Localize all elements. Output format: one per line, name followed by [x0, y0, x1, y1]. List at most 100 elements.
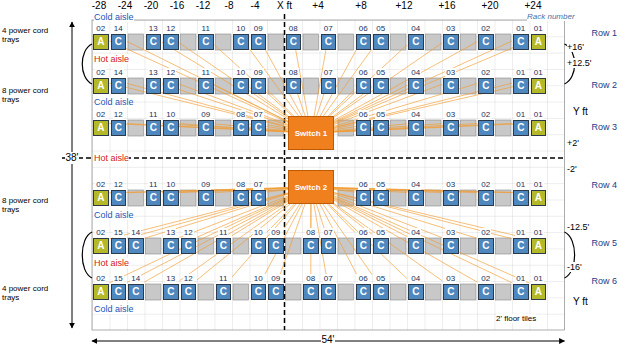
rack-node: 01A: [530, 24, 548, 50]
rack-box: C: [443, 34, 459, 50]
rack-number: 11: [201, 24, 211, 34]
rack-type: C: [517, 80, 524, 91]
rack-type: C: [482, 286, 489, 297]
rack-type: C: [447, 80, 454, 91]
rack-number: 05: [375, 228, 386, 238]
rack-type: C: [360, 240, 367, 251]
rack-box: C: [478, 190, 494, 206]
rack-type: C: [447, 286, 454, 297]
rack-box: C: [198, 120, 214, 136]
rack-type: A: [97, 36, 104, 47]
rack-type: C: [412, 240, 419, 251]
rack-box: C: [286, 78, 302, 94]
rack-type: C: [255, 80, 262, 91]
rack-box: C: [513, 190, 529, 206]
rack-type: C: [377, 122, 384, 133]
rack-number: 12: [165, 68, 176, 78]
rack-type: C: [412, 36, 419, 47]
rack-node: 01C: [512, 228, 530, 254]
empty-rack: [286, 284, 302, 300]
rack-box: C: [356, 190, 372, 206]
rack-number: 02: [95, 274, 106, 284]
rack-number: 01: [515, 68, 526, 78]
rack-type: C: [307, 240, 314, 251]
rack-node: 10C: [162, 110, 180, 136]
axis-tick: +20: [482, 0, 499, 12]
axis-tick: X ft: [277, 0, 292, 12]
rack-box: C: [128, 284, 144, 300]
rack-number: 12: [165, 24, 176, 34]
rack-type: C: [377, 192, 384, 203]
rack-type: C: [255, 286, 262, 297]
rack-node: 11C: [197, 24, 215, 50]
rack-box: C: [181, 284, 197, 300]
rack-type: C: [237, 122, 244, 133]
empty-rack: [461, 120, 477, 136]
rack-type: C: [482, 36, 489, 47]
rack-box: C: [111, 34, 127, 50]
rack-type: C: [202, 192, 209, 203]
rack-number: 07: [323, 228, 334, 238]
rack-node: 05C: [372, 110, 390, 136]
rack-number: 10: [253, 228, 264, 238]
rack-box: A: [93, 34, 109, 50]
row-label: Row 1: [591, 28, 617, 38]
rack-node: 03C: [442, 180, 460, 206]
rack-type: C: [255, 122, 262, 133]
rack-number: 08: [288, 24, 299, 34]
rack-type: C: [482, 240, 489, 251]
cable-line: [334, 193, 530, 239]
cable-line: [110, 198, 289, 283]
rack-box: C: [251, 78, 267, 94]
empty-rack: [426, 78, 442, 94]
rack-node: 11C: [197, 68, 215, 94]
rack-box: C: [163, 284, 179, 300]
rack-box: C: [356, 238, 372, 254]
rack-number: 02: [480, 24, 491, 34]
rack-number: 05: [375, 68, 386, 78]
rack-box: C: [408, 190, 424, 206]
axis-tick: +8: [355, 0, 366, 12]
rack-box: C: [198, 78, 214, 94]
rack-box: C: [163, 34, 179, 50]
cable-line: [334, 197, 530, 283]
rack-number: 13: [165, 228, 176, 238]
rack-node: 15C: [110, 274, 128, 300]
rack-box: C: [233, 78, 249, 94]
empty-rack: [303, 78, 319, 94]
cable-line: [197, 204, 290, 280]
row-label: Row 3: [591, 122, 617, 132]
rack-node: 09C: [250, 24, 268, 50]
rack-type: C: [150, 36, 157, 47]
scale-note: 2' floor tiles: [496, 314, 536, 323]
rack-number: 07: [253, 110, 264, 120]
rack-node: 05C: [372, 180, 390, 206]
rack-node: 01A: [530, 274, 548, 300]
rack-node: 12C: [180, 228, 198, 254]
rack-box: C: [478, 78, 494, 94]
rack-type: C: [167, 240, 174, 251]
rack-type: A: [535, 286, 542, 297]
rack-number: 04: [410, 110, 421, 120]
rack-node: 03C: [442, 68, 460, 94]
rack-number: 13: [148, 68, 159, 78]
rack-type: C: [360, 122, 367, 133]
rack-type: C: [115, 122, 122, 133]
dimension-label: 38': [65, 152, 78, 164]
rack-type: C: [237, 192, 244, 203]
rack-node: 05C: [372, 68, 390, 94]
rack-node: 06C: [355, 24, 373, 50]
rack-node: 06C: [355, 274, 373, 300]
rack-box: C: [478, 238, 494, 254]
rack-box: C: [111, 78, 127, 94]
rack-type: C: [202, 80, 209, 91]
rack-box: C: [128, 238, 144, 254]
rack-node: 10C: [232, 24, 250, 50]
cable-line: [127, 41, 288, 121]
rack-node: 04C: [407, 24, 425, 50]
cable-line: [162, 124, 288, 132]
rack-box: C: [478, 34, 494, 50]
rack-type: C: [447, 192, 454, 203]
row-label: Row 5: [591, 238, 617, 248]
rack-box: C: [181, 238, 197, 254]
